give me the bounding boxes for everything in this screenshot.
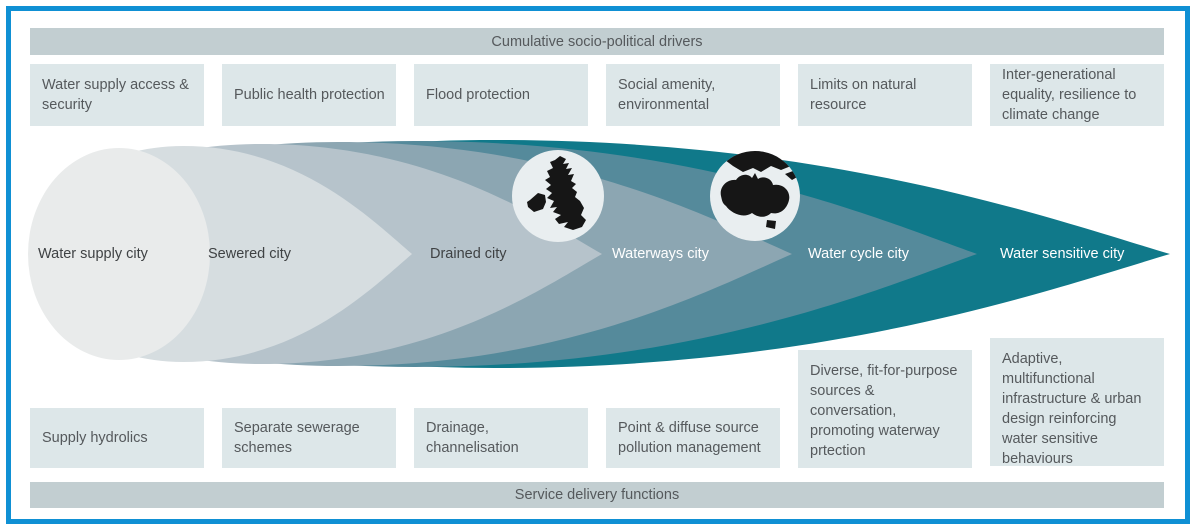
driver-box-public-health: Public health protection bbox=[222, 64, 396, 126]
city-label-drained: Drained city bbox=[430, 246, 507, 262]
cumulative-drivers-bar: Cumulative socio-political drivers bbox=[30, 28, 1164, 55]
australia-globe-icon bbox=[710, 151, 800, 241]
city-label-water-cycle: Water cycle city bbox=[808, 246, 909, 262]
city-label-sewered: Sewered city bbox=[208, 246, 292, 262]
function-box-diverse-sources: Diverse, fit-for-purpose sources & conve… bbox=[798, 350, 972, 468]
water-supply-city-circle bbox=[28, 148, 210, 360]
function-box-adaptive-infrastructure: Adaptive, multifunctional infrastructure… bbox=[990, 338, 1164, 467]
city-label-waterways: Waterways city bbox=[612, 246, 709, 262]
driver-box-flood: Flood protection bbox=[414, 64, 588, 126]
function-box-drainage: Drainage, channelisation bbox=[414, 408, 588, 468]
city-label-water-supply: Water supply city bbox=[38, 246, 148, 262]
function-box-supply-hydrolics: Supply hydrolics bbox=[30, 408, 204, 468]
uk-map-icon bbox=[512, 150, 604, 242]
service-delivery-bar: Service delivery functions bbox=[30, 482, 1164, 508]
city-label-water-sensitive: Water sensitive city bbox=[1000, 246, 1125, 262]
driver-box-intergenerational: Inter-generational equality, resilience … bbox=[990, 64, 1164, 126]
driver-box-social-amenity: Social amenity, environmental bbox=[606, 64, 780, 126]
function-box-pollution-management: Point & diffuse source pollution managem… bbox=[606, 408, 780, 468]
driver-box-water-supply: Water supply access & security bbox=[30, 64, 204, 126]
driver-box-natural-limits: Limits on natural resource bbox=[798, 64, 972, 126]
function-box-separate-sewerage: Separate sewerage schemes bbox=[222, 408, 396, 468]
